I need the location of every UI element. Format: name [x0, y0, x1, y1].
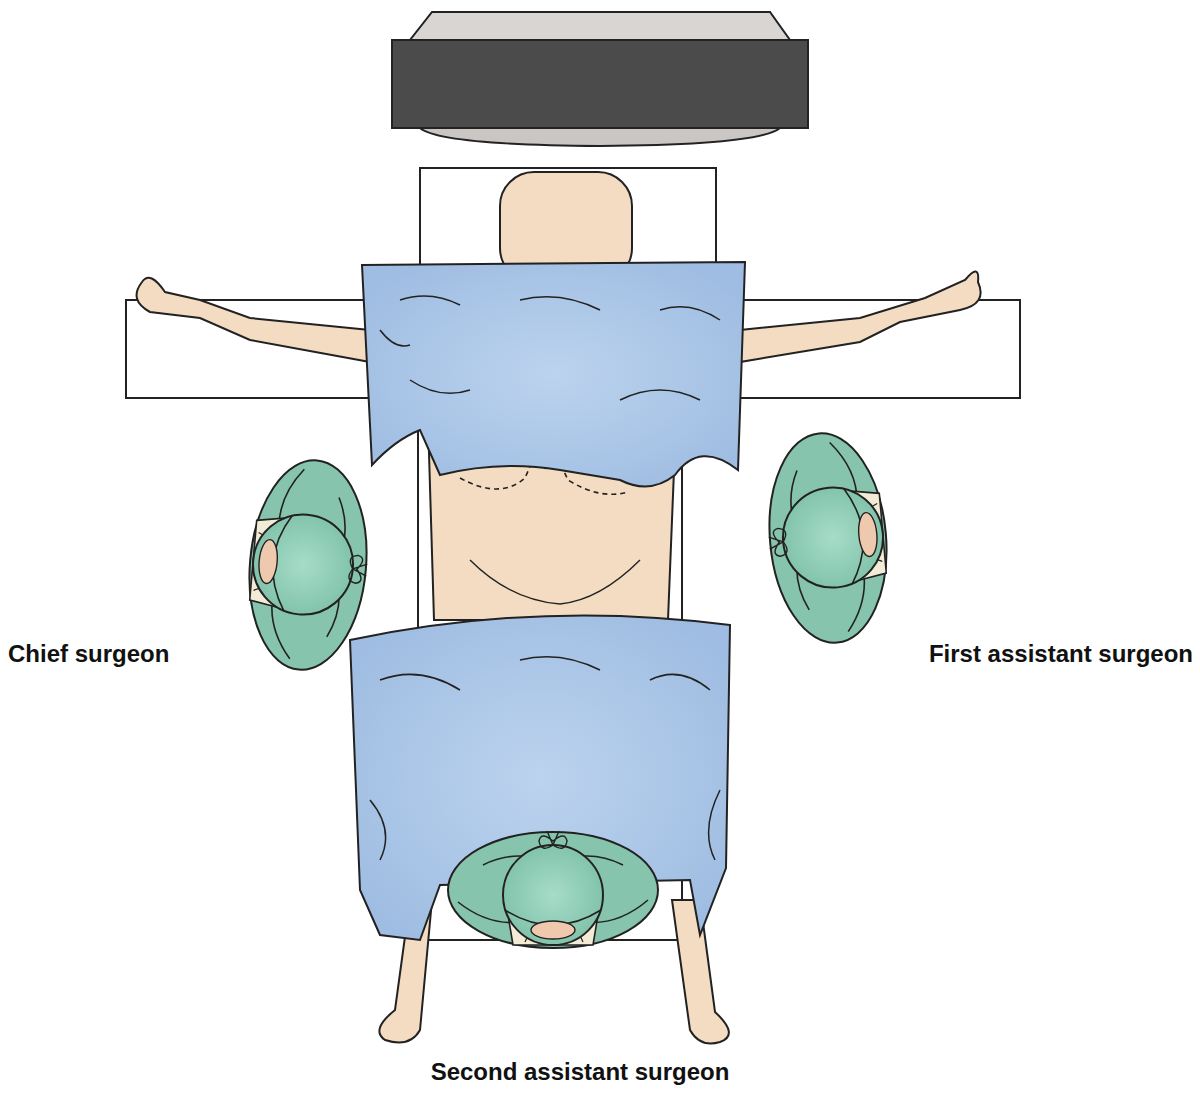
role-label: First assistant surgeon — [929, 640, 1193, 669]
role-label: Chief surgeon — [8, 640, 169, 669]
role-label: Second assistant surgeon — [431, 1058, 730, 1087]
